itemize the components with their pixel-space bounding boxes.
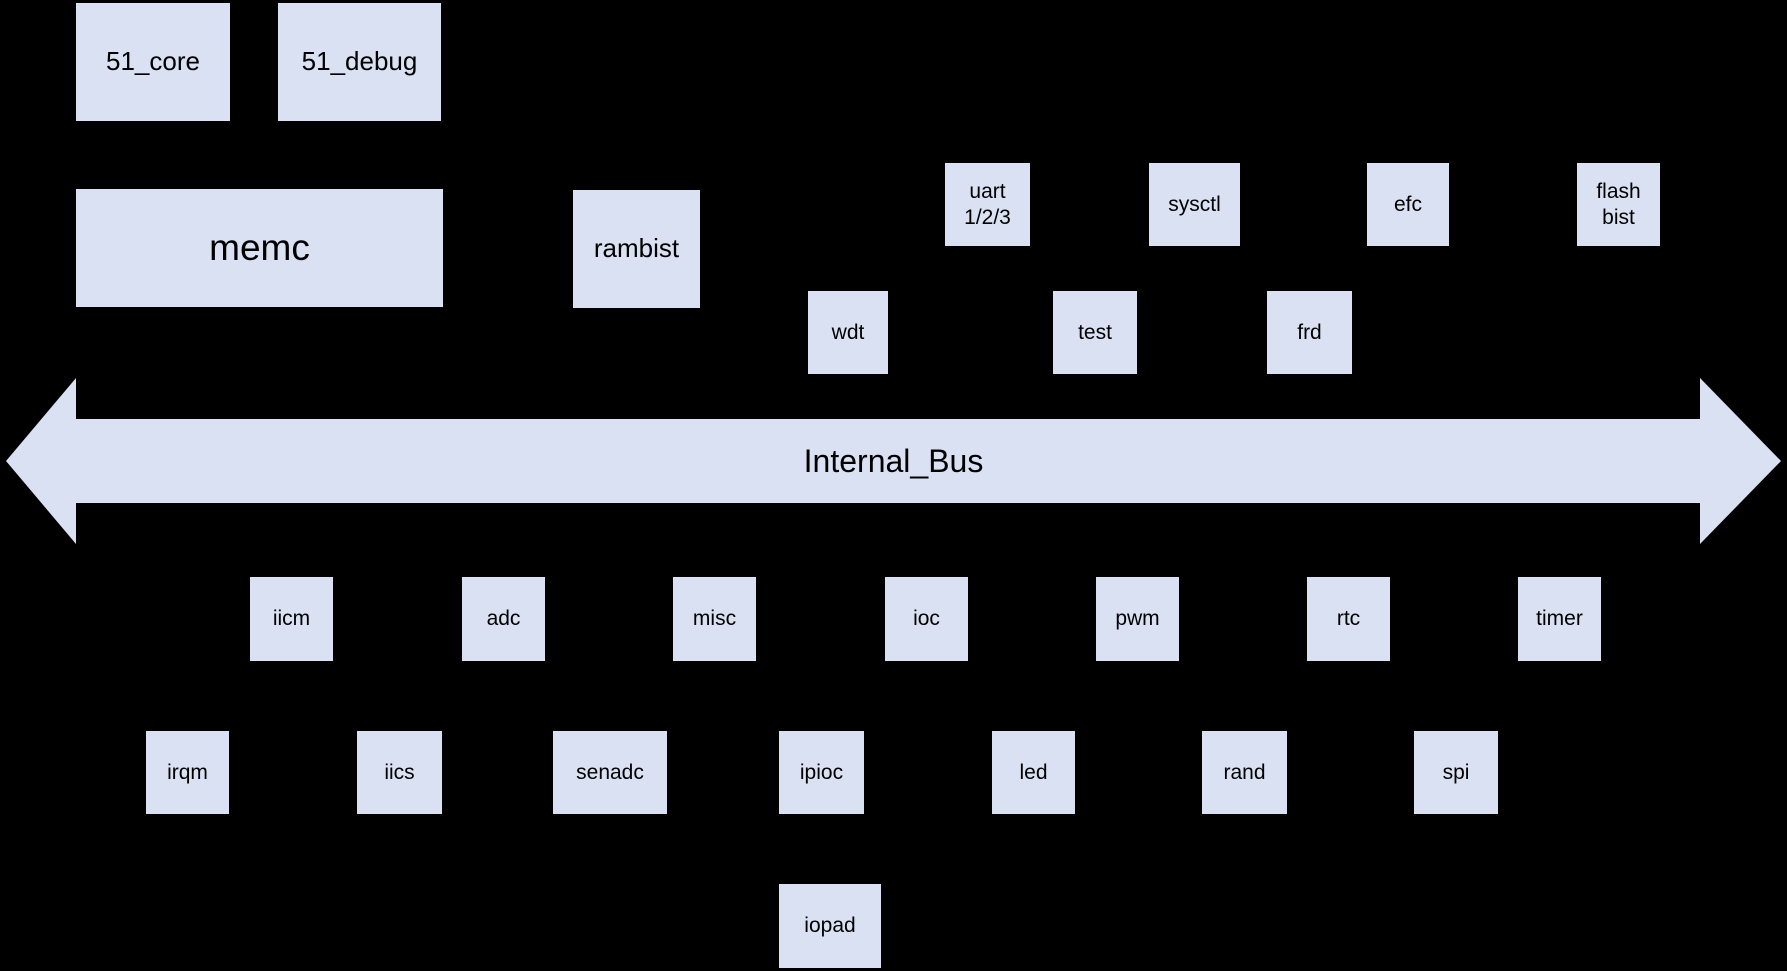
block-irqm: irqm bbox=[146, 731, 229, 814]
block-rand: rand bbox=[1202, 731, 1287, 814]
block-pwm: pwm bbox=[1096, 577, 1179, 661]
internal-bus-shaft bbox=[76, 419, 1700, 503]
block-ipioc: ipioc bbox=[779, 731, 864, 814]
internal-bus-label: Internal_Bus bbox=[803, 442, 984, 479]
block-led: led bbox=[992, 731, 1075, 814]
block-ioc: ioc bbox=[885, 577, 968, 661]
block-iicm: iicm bbox=[250, 577, 333, 661]
block-senadc: senadc bbox=[553, 731, 667, 814]
block-51-core: 51_core bbox=[76, 3, 230, 121]
block-timer: timer bbox=[1518, 577, 1601, 661]
block-frd: frd bbox=[1267, 291, 1352, 374]
bus-left-arrowhead-icon bbox=[6, 378, 76, 544]
block-efc: efc bbox=[1367, 163, 1449, 246]
block-adc: adc bbox=[462, 577, 545, 661]
block-rambist: rambist bbox=[573, 190, 700, 308]
bus-right-arrowhead-icon bbox=[1700, 378, 1781, 544]
block-flashbist: flash bist bbox=[1577, 163, 1660, 246]
block-uart: uart 1/2/3 bbox=[945, 163, 1030, 246]
block-51-debug: 51_debug bbox=[278, 3, 441, 121]
block-test: test bbox=[1053, 291, 1137, 374]
block-spi: spi bbox=[1414, 731, 1498, 814]
block-sysctl: sysctl bbox=[1149, 163, 1240, 246]
block-memc: memc bbox=[76, 189, 443, 307]
block-wdt: wdt bbox=[808, 291, 888, 374]
block-misc: misc bbox=[673, 577, 756, 661]
block-iics: iics bbox=[357, 731, 442, 814]
block-rtc: rtc bbox=[1307, 577, 1390, 661]
block-iopad: iopad bbox=[779, 884, 881, 968]
